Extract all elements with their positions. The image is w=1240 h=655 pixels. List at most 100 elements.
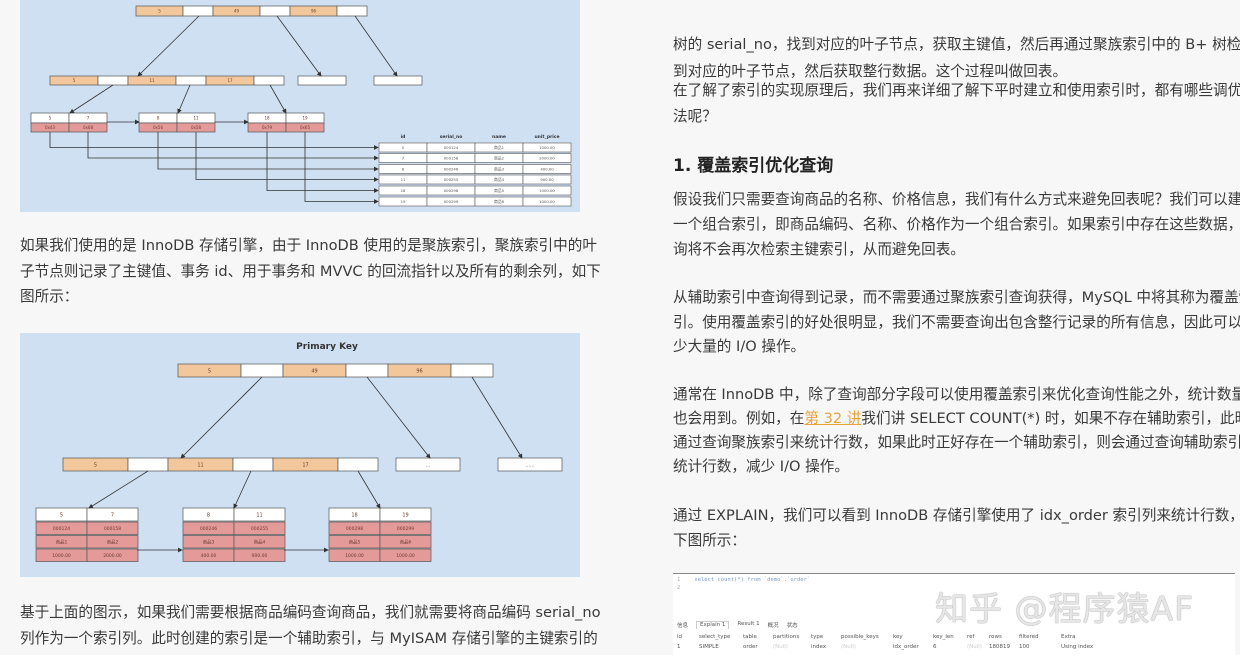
explain-column-header: table xyxy=(743,634,757,640)
paragraph-line: 通过查询聚族索引来统计行数，如果此时正好存在一个辅助索引，则会通过查询辅助索引来 xyxy=(673,434,1240,451)
result-tab[interactable]: Result 1 xyxy=(737,621,760,627)
result-tab[interactable]: 状态 xyxy=(786,623,798,629)
cell-label: 5 xyxy=(94,462,97,468)
node-cell xyxy=(240,363,284,378)
explain-cell: index xyxy=(811,644,827,650)
paragraph-line: 树的 serial_no，找到对应的叶子节点，获取主键值，然后再通过聚族索引中的… xyxy=(673,36,1240,53)
explain-column-header: rows xyxy=(989,634,1002,640)
table-cell-text: 000124 xyxy=(444,145,459,150)
result-tab[interactable]: 概况 xyxy=(767,623,779,629)
node-cell xyxy=(345,363,389,378)
watermark: 知乎 @程序猿AF xyxy=(935,589,1195,628)
result-tabs: 信息 Explain 1 Result 1 概况 状态 xyxy=(677,621,798,629)
paragraph-line: 假设我们只需要查询商品的名称、价格信息，我们有什么方式来避免回表呢？我们可以建立 xyxy=(673,191,1240,208)
arrow xyxy=(137,15,200,77)
node-cell xyxy=(373,75,423,86)
cell-label: 17 xyxy=(227,78,233,83)
node-cell xyxy=(233,535,286,549)
node-cell xyxy=(450,363,494,378)
result-tab[interactable]: 信息 xyxy=(677,623,689,629)
cell-label: 7 xyxy=(87,115,90,120)
paragraph-line: 引。使用覆盖索引的好处很明显，我们不需要查询出包含整行记录的所有信息，因此可以减 xyxy=(673,313,1240,331)
cell-label: 0x58 xyxy=(191,125,201,130)
cell-label: 1000.00 xyxy=(52,553,71,559)
arrow xyxy=(233,470,252,509)
node-cell xyxy=(233,521,286,535)
arrow xyxy=(177,84,191,114)
table-cell xyxy=(522,174,572,185)
cell-label: 0x65 xyxy=(300,125,310,130)
table-cell-text: 000158 xyxy=(444,156,459,161)
cell-label: 商品3 xyxy=(203,538,215,545)
arrow xyxy=(357,470,381,509)
cell-label: 8 xyxy=(157,115,160,120)
explain-cell: idx_order xyxy=(893,644,919,650)
node-cell xyxy=(233,548,286,562)
arrow xyxy=(195,132,379,182)
cell-label: 19 xyxy=(302,115,308,120)
result-tab[interactable]: Explain 1 xyxy=(696,621,730,629)
text: 我们讲 SELECT COUNT(*) 时，如果不存在辅助索引，此时会 xyxy=(861,410,1240,427)
diagram-title: Primary Key xyxy=(296,342,358,352)
explain-column-header: possible_keys xyxy=(841,634,879,640)
table-cell-text: 7 xyxy=(402,156,405,161)
node-cell xyxy=(336,5,368,17)
arrow xyxy=(304,132,379,204)
cell-label: 0x68 xyxy=(83,125,93,130)
node-cell xyxy=(379,521,432,535)
cell-label: 11 xyxy=(193,115,199,120)
table-cell-text: 19 xyxy=(401,199,406,204)
cell-label: 19 xyxy=(402,512,408,518)
explain-column-header: select_type xyxy=(699,634,731,640)
table-cell-text: 18 xyxy=(401,188,406,193)
lecture-32-link[interactable]: 第 32 讲 xyxy=(804,410,862,427)
node-cell xyxy=(337,457,379,472)
explain-cell: order xyxy=(743,644,758,650)
cell-label: 5 xyxy=(73,78,76,83)
node-cell xyxy=(259,5,291,17)
explain-cell: (Null) xyxy=(967,644,982,650)
arrow xyxy=(87,132,379,161)
cell-label: 49 xyxy=(234,8,240,13)
table-cell-text: 2000.00 xyxy=(539,156,555,161)
table-cell-text: 8 xyxy=(402,167,405,172)
cell-label: 000255 xyxy=(251,526,268,532)
table-cell-text: 1000.00 xyxy=(539,145,555,150)
node-cell xyxy=(497,457,563,472)
cell-label: 96 xyxy=(416,368,422,374)
cell-label: 商品4 xyxy=(254,538,266,545)
table-cell-text: 000255 xyxy=(444,177,459,182)
arrow xyxy=(366,376,431,459)
explain-cell: 100 xyxy=(1019,644,1030,650)
cell-label: 000246 xyxy=(200,526,217,532)
paragraph-line: 通过 EXPLAIN，我们可以看到 InnoDB 存储引擎使用了 idx_ord… xyxy=(673,507,1240,524)
node-cell xyxy=(232,457,274,472)
explain-column-header: Extra xyxy=(1061,634,1076,640)
node-cell xyxy=(127,457,169,472)
explain-cell: 1 xyxy=(677,644,681,650)
explain-column-header: partitions xyxy=(773,634,800,640)
explain-column-header: id xyxy=(677,634,683,640)
cell-label: 49 xyxy=(311,368,317,374)
cell-label: 7 xyxy=(111,512,114,518)
explain-cell: (Null) xyxy=(841,644,856,650)
explain-column-header: filtered xyxy=(1019,634,1039,640)
cell-label: 000124 xyxy=(53,526,70,532)
arrow xyxy=(276,15,322,77)
table-header: id xyxy=(401,134,406,140)
paragraph-line: 一个组合索引，即商品编码、名称、价格作为一个组合索引。如果索引中存在这些数据，查 xyxy=(673,216,1240,233)
table-cell-text: 000246 xyxy=(444,167,459,172)
table-cell-text: 商品4 xyxy=(494,177,505,182)
paragraph-line: 到对应的叶子节点，然后获取整行数据。这个过程叫做回表。 xyxy=(673,62,1068,80)
cell-label: 0x56 xyxy=(153,125,163,130)
cell-label: 5 xyxy=(158,8,161,13)
paragraph-line: 下图所示： xyxy=(673,531,746,549)
arrow xyxy=(88,470,149,509)
table-cell-text: 商品5 xyxy=(494,188,505,193)
node-cell xyxy=(379,507,432,522)
node-cell xyxy=(86,535,139,549)
cell-label: 11 xyxy=(149,78,155,83)
arrow xyxy=(354,15,398,77)
